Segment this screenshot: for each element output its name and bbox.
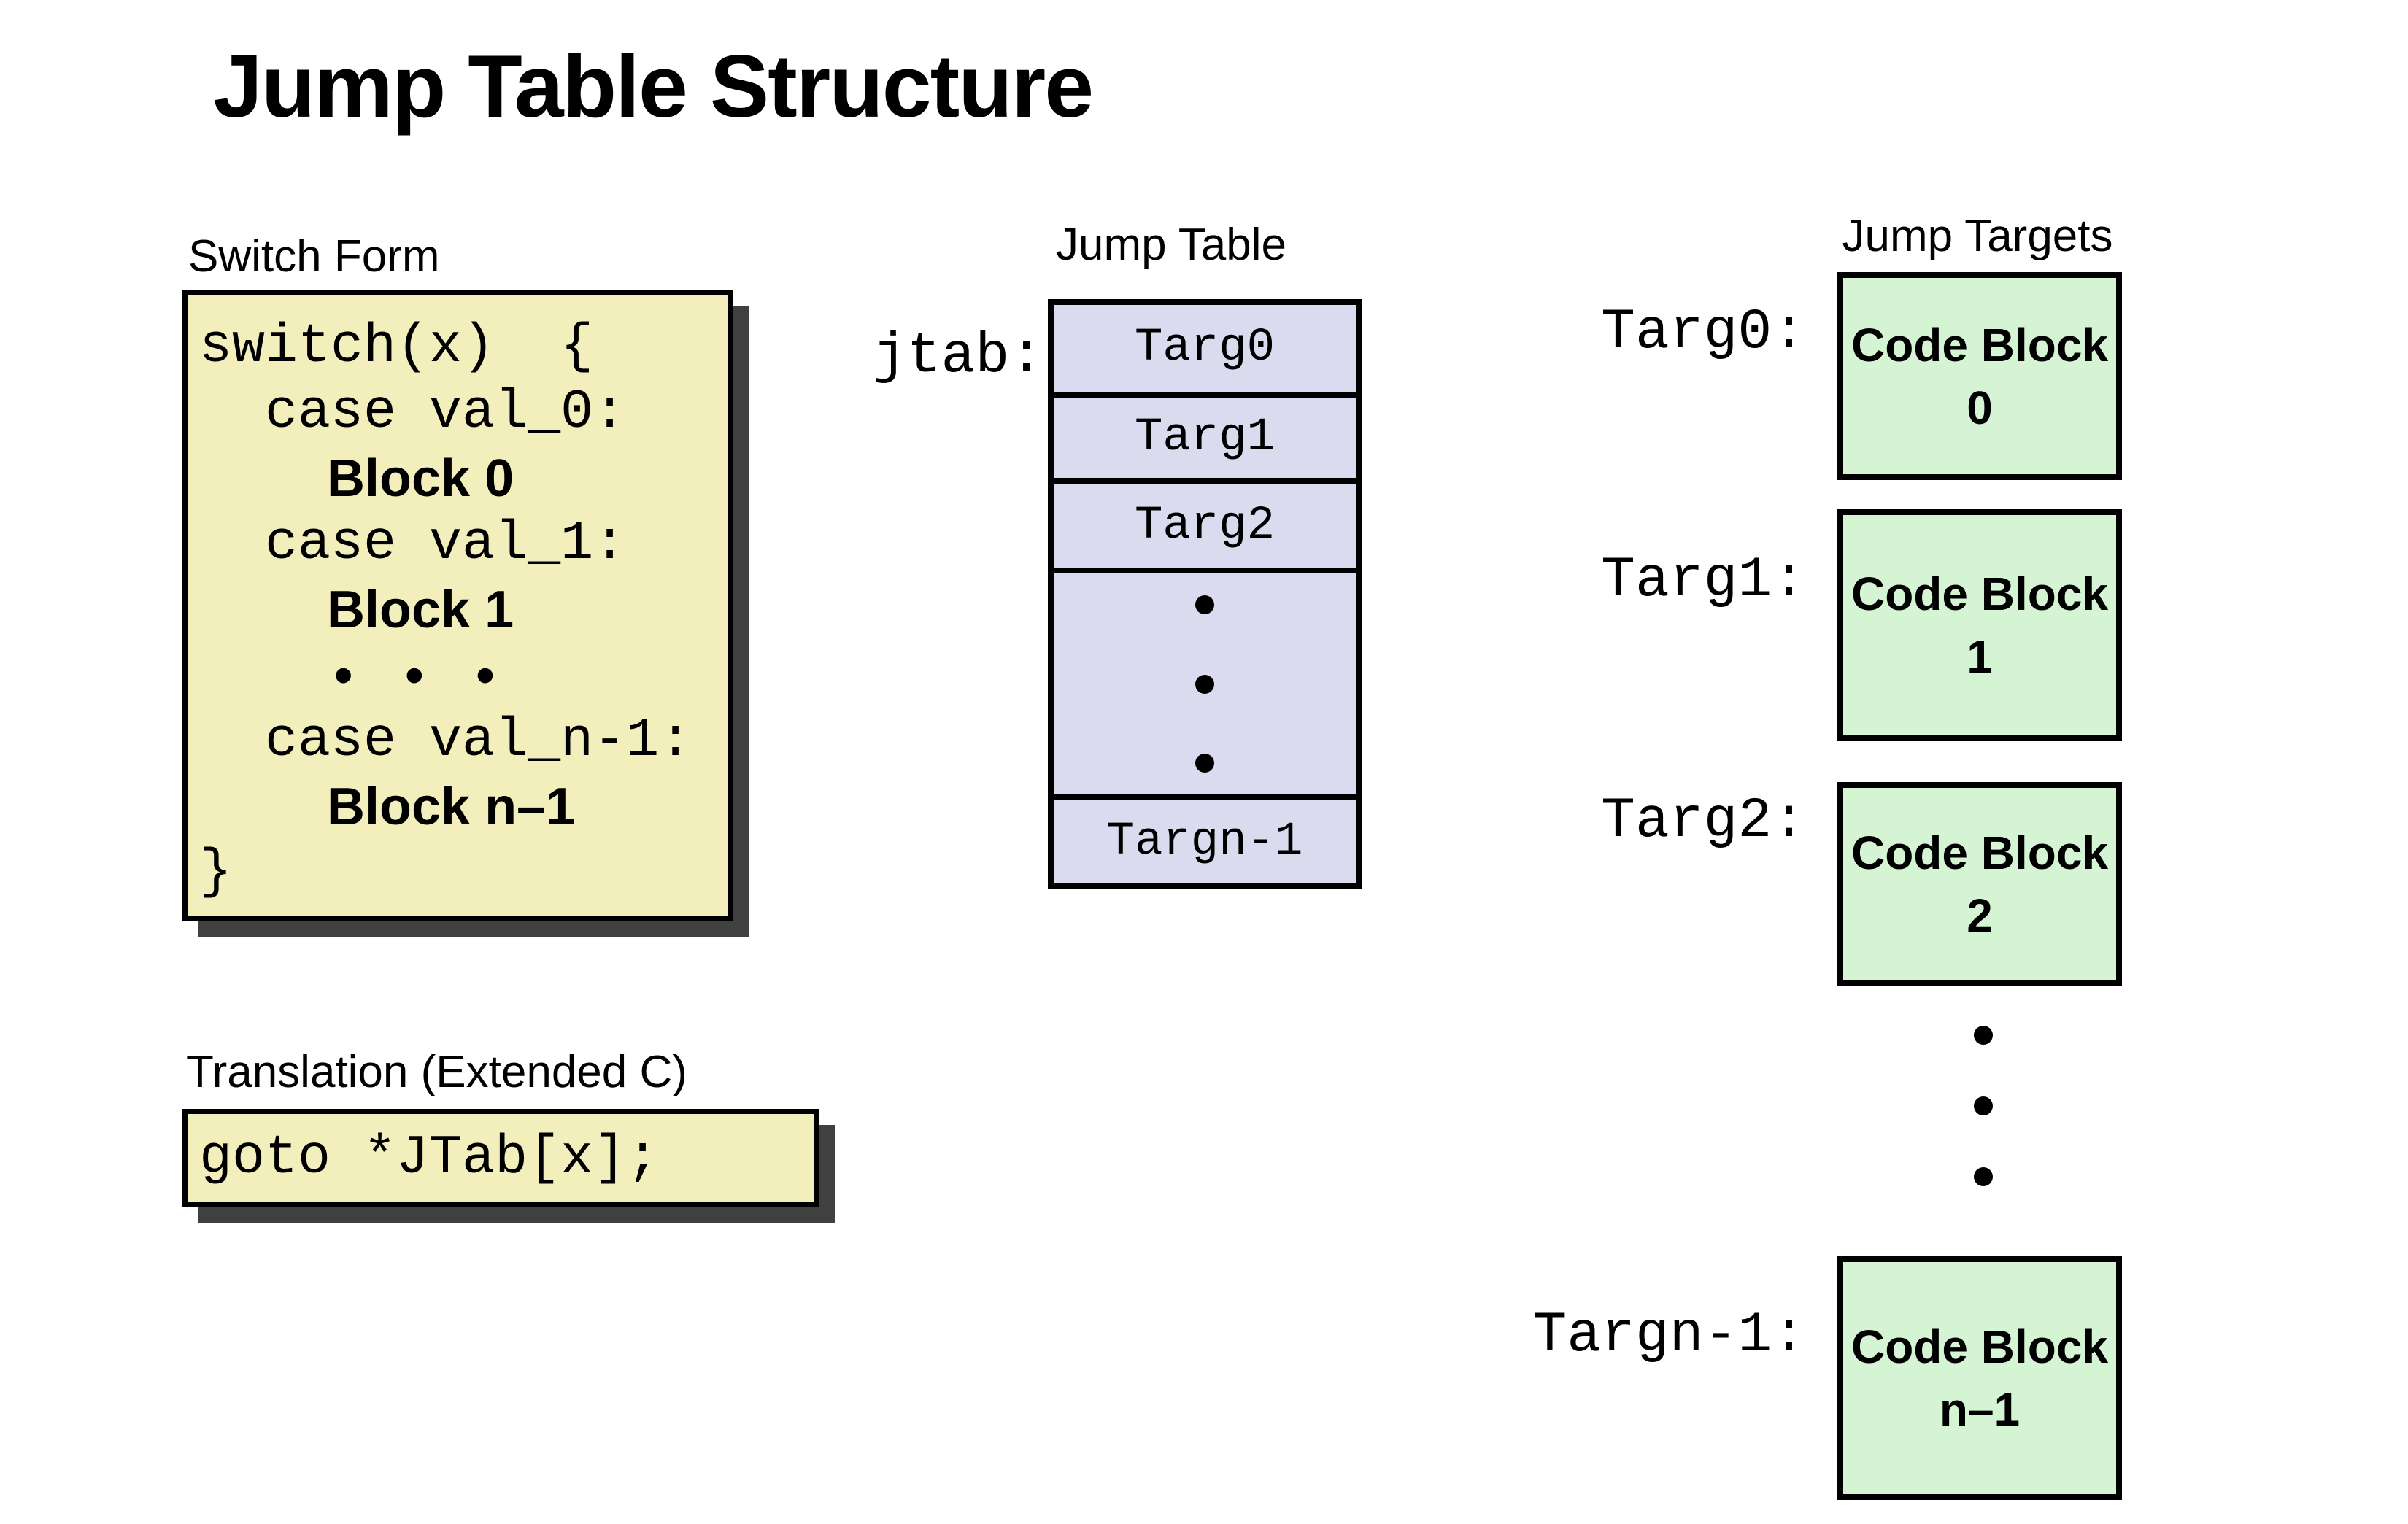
switch-form-heading: Switch Form bbox=[188, 231, 440, 282]
code-line-blockn1: Block n–1 bbox=[327, 778, 576, 836]
code-block-line1: Code Block bbox=[1851, 827, 2109, 879]
jump-table-cell-targ2: Targ2 bbox=[1054, 478, 1356, 568]
code-line-case1: case val_1: bbox=[199, 513, 627, 575]
code-block-line2: 2 bbox=[1967, 889, 1993, 942]
jump-table-ellipsis bbox=[1054, 568, 1356, 794]
switch-code-box: switch(x) { case val_0: Block 0 case val… bbox=[182, 290, 733, 921]
target-label-targ2: Targ2: bbox=[1601, 789, 1806, 854]
code-line-block0: Block 0 bbox=[327, 449, 514, 508]
jump-targets-heading: Jump Targets bbox=[1842, 211, 2113, 261]
ellipsis-dot bbox=[1974, 1096, 1993, 1115]
jump-table-cell-targ0: Targ0 bbox=[1134, 322, 1276, 375]
code-block-box-n1: Code Block n–1 bbox=[1837, 1256, 2122, 1500]
code-line-closebrace: } bbox=[199, 841, 233, 903]
code-block-box-0: Code Block 0 bbox=[1837, 272, 2122, 480]
code-line-switch: switch(x) { bbox=[199, 316, 594, 378]
code-line-case0: case val_0: bbox=[199, 382, 627, 444]
code-block-box-1: Code Block 1 bbox=[1837, 509, 2122, 741]
code-block-line2: 0 bbox=[1967, 381, 1993, 434]
jtab-pointer-label: jtab: bbox=[872, 325, 1043, 389]
ellipsis-dot bbox=[1195, 595, 1214, 615]
goto-code-box: goto *JTab[x]; bbox=[182, 1109, 819, 1207]
jump-table-heading: Jump Table bbox=[1056, 220, 1286, 270]
target-label-targ0: Targ0: bbox=[1601, 301, 1806, 365]
code-block-line2: n–1 bbox=[1939, 1383, 2021, 1436]
jump-table: Targ0 Targ1 Targ2 Targn-1 bbox=[1048, 299, 1362, 889]
page-title: Jump Table Structure bbox=[213, 36, 1094, 136]
ellipsis-dot bbox=[1974, 1026, 1993, 1045]
target-label-targ1: Targ1: bbox=[1601, 549, 1806, 613]
jump-table-cell-targn1: Targn-1 bbox=[1054, 794, 1356, 883]
code-block-box-2: Code Block 2 bbox=[1837, 782, 2122, 986]
code-ellipsis: • • • bbox=[334, 646, 496, 705]
jump-table-cell-targ1: Targ1 bbox=[1054, 391, 1356, 479]
code-block-line1: Code Block bbox=[1851, 318, 2109, 371]
target-label-targn1: Targn-1: bbox=[1532, 1304, 1806, 1368]
translation-heading: Translation (Extended C) bbox=[186, 1047, 687, 1097]
code-block-line2: 1 bbox=[1967, 630, 1993, 683]
ellipsis-dot bbox=[1974, 1167, 1993, 1186]
jump-targets-ellipsis bbox=[1974, 1026, 1993, 1186]
ellipsis-dot bbox=[1195, 674, 1214, 694]
code-line-casen1: case val_n-1: bbox=[199, 710, 692, 772]
code-block-line1: Code Block bbox=[1851, 568, 2109, 620]
code-line-block1: Block 1 bbox=[327, 581, 514, 639]
code-block-line1: Code Block bbox=[1851, 1320, 2109, 1373]
goto-code-line: goto *JTab[x]; bbox=[199, 1126, 660, 1189]
ellipsis-dot bbox=[1195, 754, 1214, 773]
